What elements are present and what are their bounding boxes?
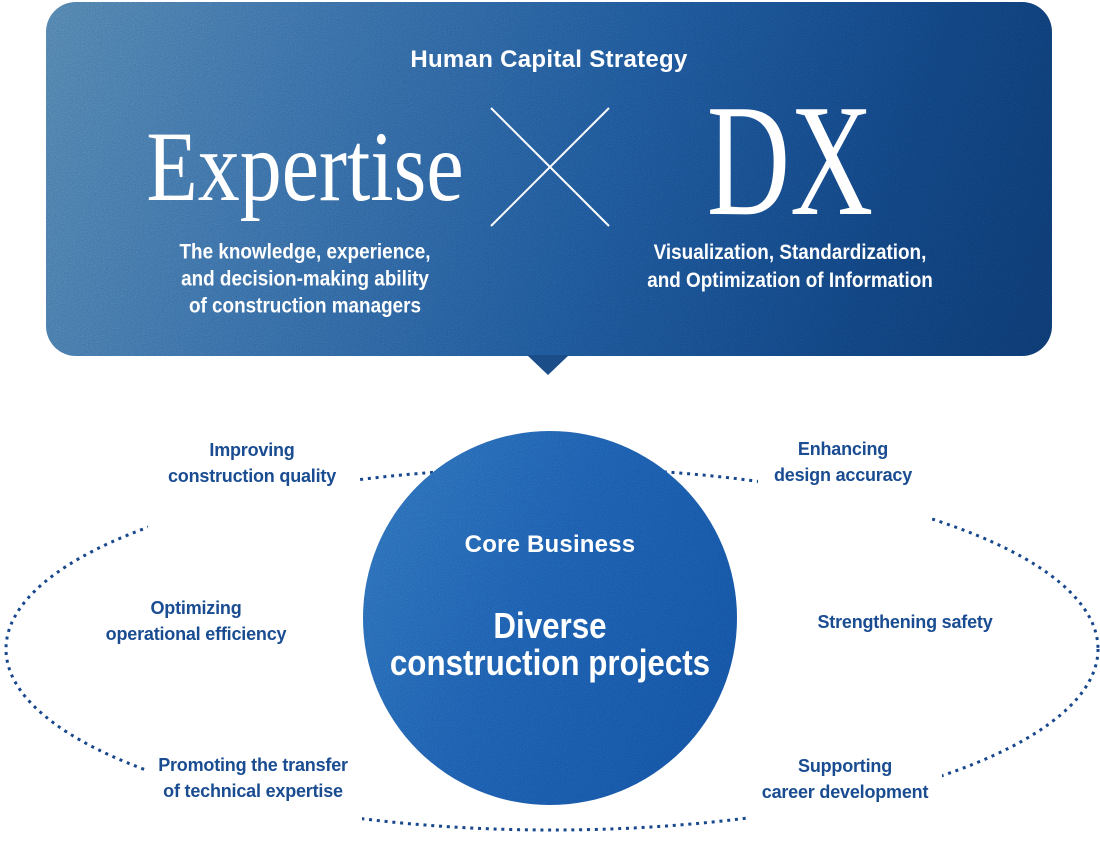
dx-description-line: Visualization, Standardization, [653, 241, 927, 264]
core-business-title-lines: Diverse construction projects [363, 607, 737, 681]
satellite-label-line: construction quality [167, 466, 337, 486]
satellite-label-career-development: Supporting career development [761, 753, 929, 805]
dx-description-line: and Optimization of Information [647, 269, 933, 292]
ellipse-gap-mask [148, 424, 358, 530]
satellite-label-line: career development [761, 782, 929, 802]
banner-pointer-arrow [527, 355, 569, 375]
satellite-label-line: Optimizing [150, 598, 242, 618]
strategy-banner: Human Capital Strategy Expertise DX The … [46, 2, 1052, 356]
core-business-label: Core Business [464, 531, 636, 558]
satellite-label-technical-expertise-transfer: Promoting the transfer of technical expe… [158, 752, 348, 804]
ellipse-gap-mask [746, 738, 942, 834]
banner-title: Human Capital Strategy [410, 46, 688, 73]
ellipse-gap-mask [146, 738, 362, 830]
satellite-label-line: design accuracy [773, 465, 913, 485]
core-business-title-line: Diverse [493, 605, 607, 646]
satellite-label-strengthening-safety: Strengthening safety [817, 609, 992, 635]
expertise-description: The knowledge, experience, and decision-… [179, 239, 430, 320]
expertise-description-line: The knowledge, experience, [179, 240, 431, 264]
satellite-label-line: operational efficiency [105, 624, 287, 644]
satellite-label-line: Enhancing [797, 439, 889, 459]
satellite-label-improving-quality: Improving construction quality [168, 437, 336, 489]
satellite-label-line: Strengthening safety [817, 612, 993, 632]
expertise-word: Expertise [146, 111, 464, 222]
dx-description: Visualization, Standardization, and Opti… [647, 239, 933, 295]
core-business-circle: Core Business Diverse construction proje… [363, 431, 737, 805]
expertise-description-line: and decision-making ability [181, 267, 429, 291]
satellite-label-design-accuracy: Enhancing design accuracy [774, 436, 912, 488]
core-business-title: Diverse construction projects [363, 607, 737, 681]
satellite-label-operational-efficiency: Optimizing operational efficiency [106, 595, 287, 647]
satellite-label-line: Promoting the transfer [158, 755, 348, 775]
core-business-title-line: construction projects [389, 642, 711, 683]
satellite-label-line: of technical expertise [163, 781, 343, 801]
dx-word: DX [706, 71, 874, 249]
ellipse-gap-mask [758, 424, 932, 526]
satellite-label-line: Supporting [798, 756, 892, 776]
satellite-label-line: Improving [209, 440, 295, 460]
expertise-description-line: of construction managers [188, 294, 422, 318]
multiply-icon [490, 107, 610, 227]
